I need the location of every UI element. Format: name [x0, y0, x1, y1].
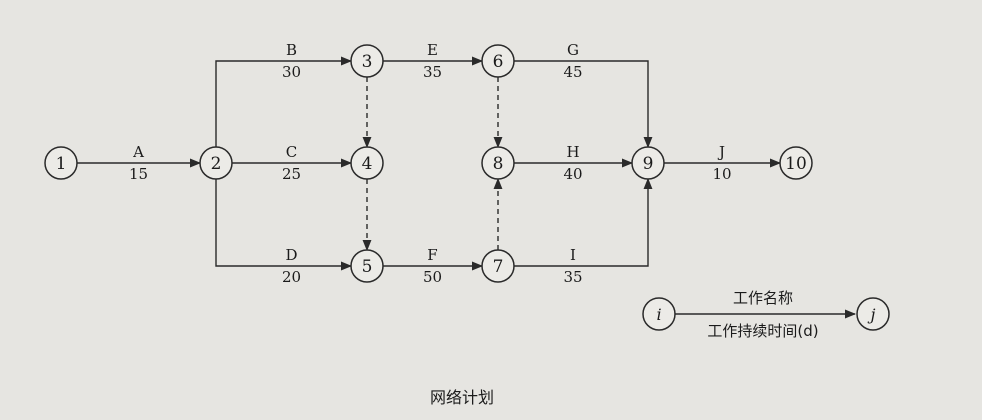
node-9	[631, 146, 665, 180]
activity-arrow-i	[514, 177, 653, 267]
node-label-10: 10	[785, 154, 807, 174]
activity-duration-d: 20	[282, 268, 301, 286]
legend: i j 工作名称 工作持续时间(d)	[642, 289, 890, 340]
activity-duration-a: 15	[129, 165, 148, 183]
activity-name-j: J	[717, 143, 725, 161]
node-2	[199, 146, 233, 180]
node-7	[481, 249, 515, 283]
activity-duration-h: 40	[563, 165, 582, 183]
activity-duration-e: 35	[423, 63, 442, 81]
activity-duration-f: 50	[423, 268, 442, 286]
diagram-caption: 网络计划	[430, 388, 494, 407]
node-label-8: 8	[493, 154, 504, 174]
node-label-2: 2	[211, 154, 222, 174]
activity-name-g: G	[567, 41, 579, 59]
activity-name-d: D	[285, 246, 297, 264]
legend-name-label: 工作名称	[733, 289, 793, 307]
node-label-4: 4	[362, 154, 373, 174]
legend-start-node-label: i	[656, 305, 661, 324]
activity-duration-g: 45	[563, 63, 582, 81]
legend-end-node	[856, 297, 890, 331]
activity-arrow-d	[215, 179, 353, 271]
node-10	[779, 146, 813, 180]
activity-duration-i: 35	[563, 268, 582, 286]
node-6	[481, 44, 515, 78]
node-label-3: 3	[362, 52, 373, 72]
node-label-6: 6	[493, 52, 504, 72]
activity-duration-b: 30	[282, 63, 301, 81]
node-8	[481, 146, 515, 180]
legend-duration-label: 工作持续时间(d)	[707, 322, 818, 340]
activity-duration-c: 25	[282, 165, 301, 183]
activity-duration-j: 10	[712, 165, 731, 183]
activity-name-i: I	[570, 246, 576, 264]
node-5	[350, 249, 384, 283]
activity-name-f: F	[427, 246, 437, 264]
node-1	[44, 146, 78, 180]
legend-end-node-label: j	[868, 305, 876, 324]
activity-name-h: H	[566, 143, 579, 161]
activity-name-a: A	[132, 143, 144, 161]
node-4	[350, 146, 384, 180]
activity-name-c: C	[286, 143, 297, 161]
activity-name-e: E	[427, 41, 438, 59]
node-label-1: 1	[56, 154, 67, 174]
activity-arrow-b	[215, 56, 353, 147]
activity-arrow-g	[514, 60, 653, 149]
activity-name-b: B	[286, 41, 297, 59]
node-label-5: 5	[362, 257, 373, 277]
node-label-9: 9	[643, 154, 654, 174]
node-3	[350, 44, 384, 78]
node-label-7: 7	[493, 257, 504, 277]
